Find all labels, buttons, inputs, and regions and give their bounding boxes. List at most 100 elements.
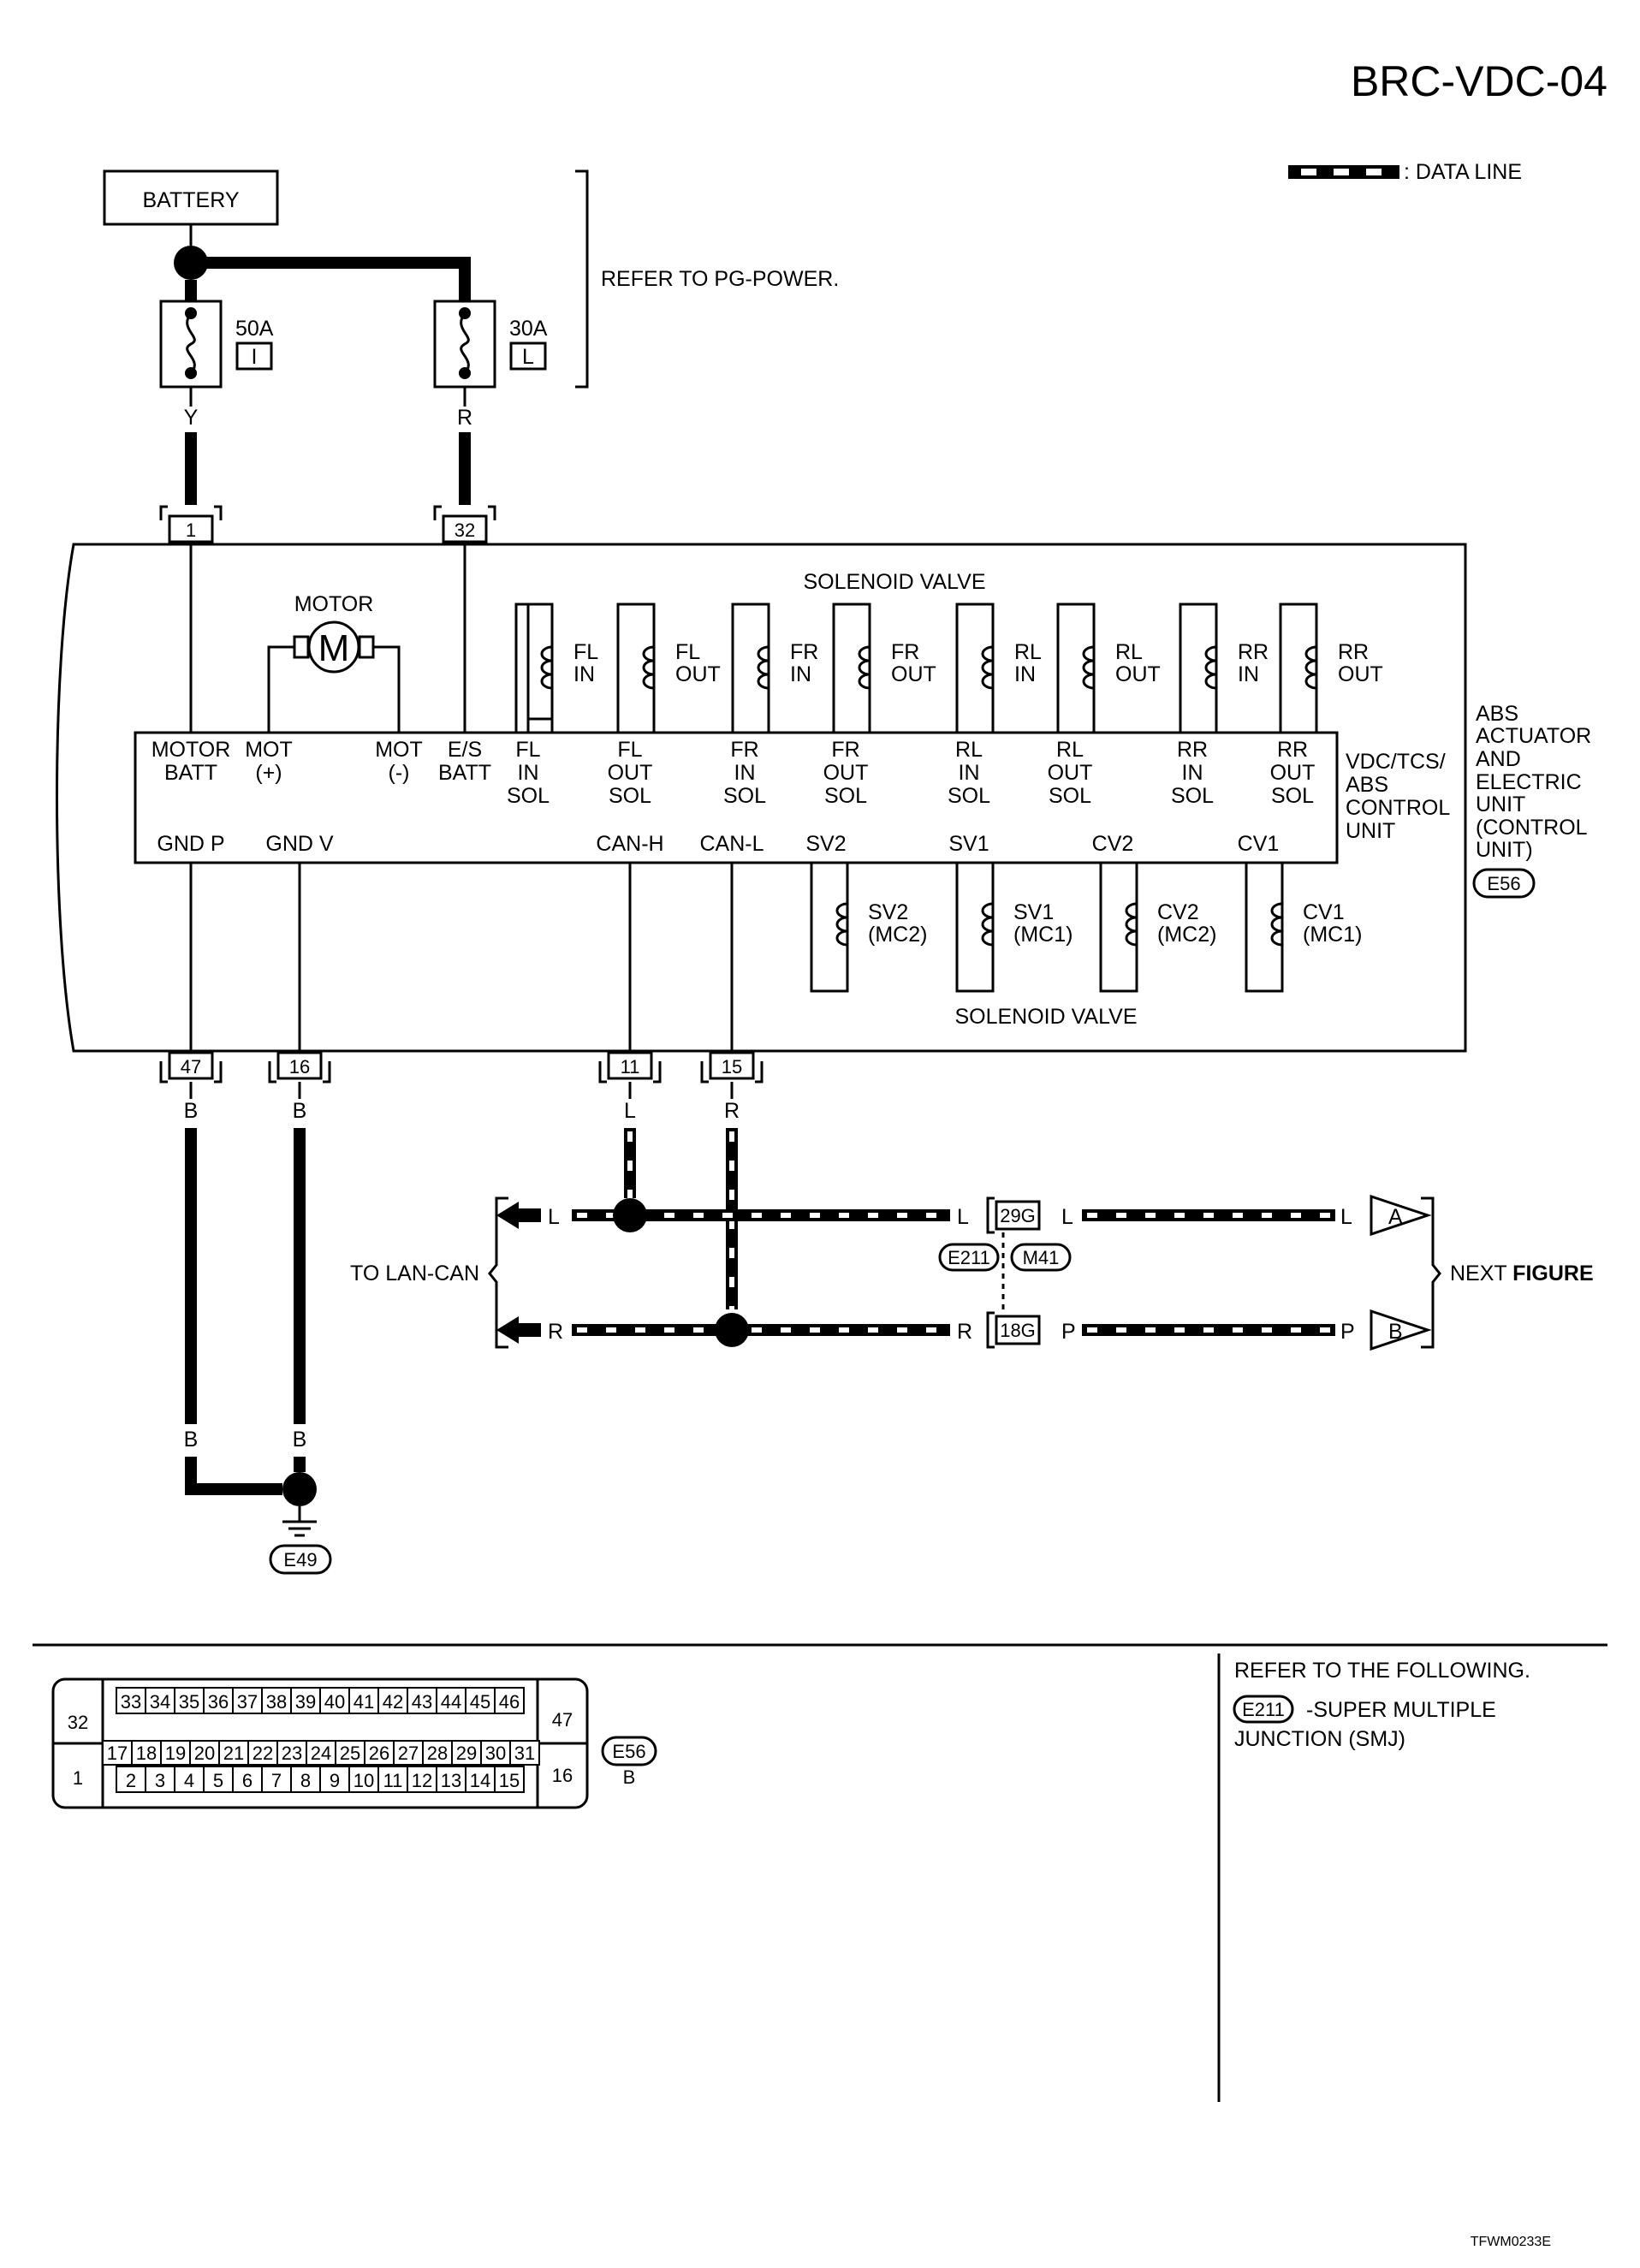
connector-pin-label: 7	[271, 1770, 282, 1791]
refer-bracket	[575, 169, 589, 389]
connector-pin-cell	[436, 1687, 466, 1714]
refer-following-block: REFER TO THE FOLLOWING. E211 -SUPER MULT…	[1233, 1659, 1530, 1751]
wire-color-y: Y	[184, 406, 199, 430]
connector-pin-label: 2	[126, 1770, 136, 1791]
wire-color-b: B	[293, 1099, 307, 1123]
solenoid-label: OUT	[675, 662, 721, 686]
terminal-label: CV2	[1092, 832, 1134, 856]
pin-label: 15	[722, 1056, 742, 1078]
connector-pin-label: 40	[324, 1691, 345, 1713]
pin-label: 32	[68, 1712, 88, 1733]
connector-pin-label: 14	[470, 1770, 490, 1791]
next-figure-label: NEXT FIGURE	[1450, 1262, 1594, 1285]
can-l-splice	[715, 1313, 749, 1347]
refer-line1: -SUPER MULTIPLE	[1306, 1698, 1496, 1722]
connector-pin-label: 34	[150, 1691, 170, 1713]
pin-1-connector: 1	[159, 505, 223, 543]
ground-splice	[282, 1472, 317, 1506]
connector-pin-label: 37	[237, 1691, 258, 1713]
connector-pin-label: 3	[155, 1770, 165, 1791]
connector-pin-cell	[319, 1766, 350, 1793]
control-line: UNIT	[1346, 819, 1395, 843]
fuse1-rating: 50A	[235, 317, 274, 341]
solenoid-label: IN	[573, 662, 595, 686]
solenoid-label: (MC2)	[868, 923, 927, 947]
wire-color-r: R	[724, 1099, 740, 1123]
terminal-label: RR	[1277, 738, 1308, 762]
terminal-label: IN	[959, 761, 980, 785]
solenoid-label: (MC2)	[1157, 923, 1216, 947]
solenoid-label: RL	[1014, 640, 1042, 664]
wire-color: P	[1061, 1320, 1076, 1344]
terminal-labels-top: MOTOR BATT MOT (+) MOT (-) E/S BATT FL I…	[152, 738, 1316, 808]
terminal-label: SOL	[609, 784, 651, 808]
terminal-label: IN	[734, 761, 756, 785]
connector-pin-cell	[480, 1740, 511, 1766]
connector-pin-cell	[494, 1766, 525, 1793]
wire-color: L	[1061, 1205, 1073, 1229]
connector-pin-cell	[377, 1766, 408, 1793]
unit-name-line: UNIT)	[1476, 838, 1533, 862]
motor: MOTOR M	[267, 592, 401, 733]
connector-pin-label: 41	[354, 1691, 374, 1713]
solenoid-label: OUT	[1338, 662, 1383, 686]
terminal-label: OUT	[608, 761, 653, 785]
can-h-splice	[613, 1198, 647, 1232]
legend-label: : DATA LINE	[1404, 160, 1522, 184]
unit-name-line: ACTUATOR	[1476, 724, 1591, 748]
connector-pin-label: 46	[499, 1691, 520, 1713]
pin-label: 32	[455, 520, 475, 541]
next-figure-bracket	[1421, 1196, 1441, 1349]
wire-color: L	[1340, 1205, 1352, 1229]
refer-heading: REFER TO THE FOLLOWING.	[1234, 1659, 1530, 1683]
terminal-label: MOT	[245, 738, 293, 762]
terminal-label: SOL	[723, 784, 766, 808]
wire-color: L	[548, 1205, 560, 1229]
pin-label: 47	[181, 1056, 201, 1078]
connector-pin-label: 20	[194, 1743, 215, 1764]
wire-color-b: B	[184, 1099, 199, 1123]
solenoid-label: FR	[891, 640, 919, 664]
can-l-line: R R P P B	[496, 1309, 1432, 1351]
terminal-label: GND V	[265, 832, 334, 856]
wire-color-b: B	[184, 1428, 199, 1452]
data-line-legend: : DATA LINE	[1288, 160, 1522, 184]
solenoid-label: RR	[1338, 640, 1369, 664]
next-label-1: NEXT	[1450, 1262, 1512, 1285]
connector-pin-label: 13	[441, 1770, 461, 1791]
battery-box	[103, 169, 279, 226]
conn-id-right: M41	[1023, 1247, 1060, 1268]
conn-lower: 18G	[1000, 1320, 1036, 1341]
terminal-label: SOL	[824, 784, 867, 808]
connector-pin-label: 42	[383, 1691, 403, 1713]
connector-pin-cell	[174, 1766, 205, 1793]
terminal-label: OUT	[1048, 761, 1093, 785]
pin-label: 16	[289, 1056, 310, 1078]
connector-pin-label: 44	[441, 1691, 461, 1713]
connector-pin-label: 30	[485, 1743, 506, 1764]
connector-pin-cell	[160, 1740, 191, 1766]
connector-pin-label: 39	[295, 1691, 316, 1713]
solenoid-label: (MC1)	[1013, 923, 1073, 947]
connector-pin-label: 10	[354, 1770, 374, 1791]
terminal-label: MOTOR	[152, 738, 231, 762]
connector-pin-label: 23	[282, 1743, 302, 1764]
connector-pin-cell	[306, 1740, 336, 1766]
control-unit-label: VDC/TCS/ ABS CONTROL UNIT	[1346, 750, 1450, 843]
unit-name-line: UNIT	[1476, 793, 1525, 816]
unit-name-line: AND	[1476, 747, 1521, 771]
terminal-label: CAN-H	[596, 832, 663, 856]
solenoid-label: FL	[573, 640, 598, 664]
connector-pin-cell	[319, 1687, 350, 1714]
footer-code: TFWM0233E	[1471, 2235, 1551, 2249]
terminal-label: MOT	[375, 738, 423, 762]
unit-name-line: ABS	[1476, 702, 1518, 726]
connector-pin-cell	[465, 1766, 496, 1793]
solenoid-valve-label: SOLENOID VALVE	[803, 570, 985, 594]
terminal-label: RR	[1177, 738, 1208, 762]
pin-label: 1	[73, 1767, 83, 1789]
upper-solenoids: FL IN FL OUT FR IN FR OUT RL IN RL OUT R…	[514, 603, 1383, 734]
solenoid-label: CV1	[1303, 900, 1345, 924]
